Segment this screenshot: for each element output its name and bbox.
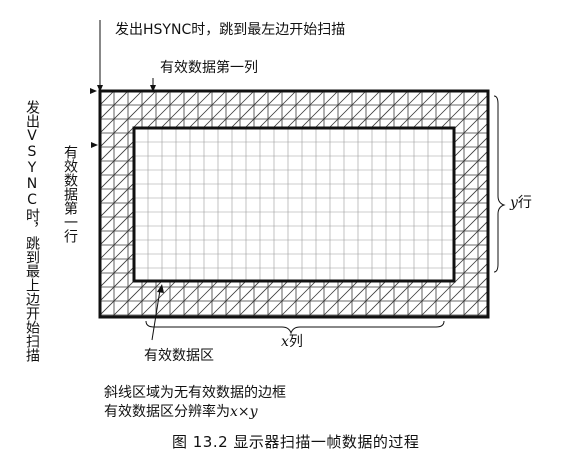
hsync-label: 发出HSYNC时，跳到最左边开始扫描: [115, 22, 346, 38]
y-brace: [493, 95, 506, 273]
vsync-label: 发出VSYNC时，跳到最上边开始扫描: [24, 100, 40, 362]
valid-area-leader-line: [151, 289, 161, 341]
first-row-arrow: [91, 142, 98, 148]
valid-area-arrow: [157, 284, 164, 293]
hatch-diagonal-line: [560, 91, 579, 317]
outer-frame: [98, 89, 490, 319]
valid-area-label: 有效数据区: [144, 348, 214, 364]
y-rows-label: y行: [510, 195, 532, 211]
hatch-diagonal-line: [100, 91, 143, 134]
first-column-arrow: [150, 85, 156, 92]
note-line-2-prefix: 有效数据区分辨率为: [104, 404, 230, 420]
first-column-label: 有效数据第一列: [160, 60, 258, 76]
vsync-arrow: [90, 88, 97, 94]
hatch-diagonal-line: [490, 91, 579, 317]
y-unit: 行: [517, 195, 532, 211]
y-variable: y: [510, 195, 518, 211]
figure-caption: 图 13.2 显示器扫描一帧数据的过程: [172, 433, 420, 451]
hatch-diagonal-line: [447, 276, 488, 317]
hatch-diagonal-line: [546, 91, 579, 317]
first-row-label: 有效数据第一行: [62, 145, 78, 243]
hatch-diagonal-line: [433, 262, 488, 317]
note-line-1: 斜线区域为无有效数据的边框: [104, 385, 286, 401]
hatch-diagonal-line: [100, 91, 157, 148]
valid-data-grid: [134, 128, 454, 281]
resolution-formula: x×y: [230, 404, 258, 420]
hsync-arrow: [97, 85, 103, 92]
hatch-diagonal-line: [100, 91, 101, 92]
hatch-diagonal-line: [100, 91, 115, 106]
hatch-diagonal-line: [574, 91, 579, 317]
x-unit: 列: [288, 334, 303, 350]
x-brace: [145, 320, 445, 335]
note-line-2: 有效数据区分辨率为x×y: [104, 404, 258, 420]
hatch-diagonal-line: [419, 248, 488, 317]
inner-frame: [132, 126, 456, 283]
hatch-diagonal-line: [532, 91, 579, 317]
valid-data-area: [134, 128, 454, 281]
hatch-diagonal-line: [100, 91, 171, 162]
x-variable: x: [281, 334, 289, 350]
x-columns-label: x列: [281, 334, 303, 350]
